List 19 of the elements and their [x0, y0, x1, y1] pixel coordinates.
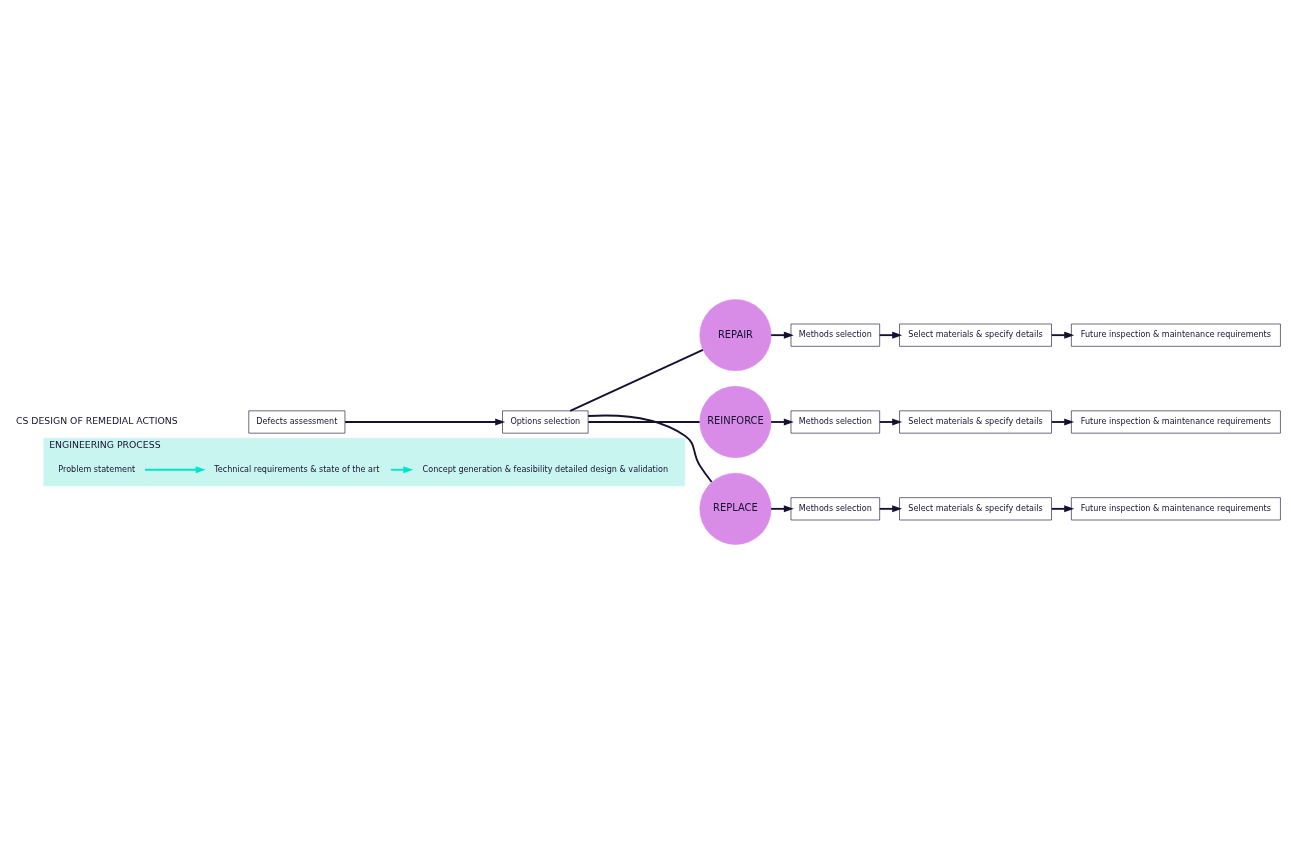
- connector: [587, 414, 713, 483]
- arrow: [770, 418, 794, 425]
- connector: [569, 348, 704, 412]
- arrow: [878, 331, 903, 339]
- arrow: [878, 504, 903, 512]
- label: CS DESIGN OF REMEDIAL ACTIONS: [15, 414, 178, 426]
- arrow: [344, 418, 506, 425]
- arrow: [770, 331, 794, 339]
- arrow: [878, 418, 903, 425]
- arrow: [144, 465, 206, 473]
- node-circle: REPAIR: [699, 298, 772, 371]
- node-circle: REINFORCE: [699, 385, 772, 458]
- arrow: [1050, 331, 1075, 339]
- connector: [587, 420, 701, 423]
- arrow: [1050, 418, 1075, 425]
- arrow: [390, 465, 414, 473]
- arrow: [1050, 504, 1075, 512]
- arrow: [770, 504, 794, 512]
- node-circle: REPLACE: [699, 472, 772, 545]
